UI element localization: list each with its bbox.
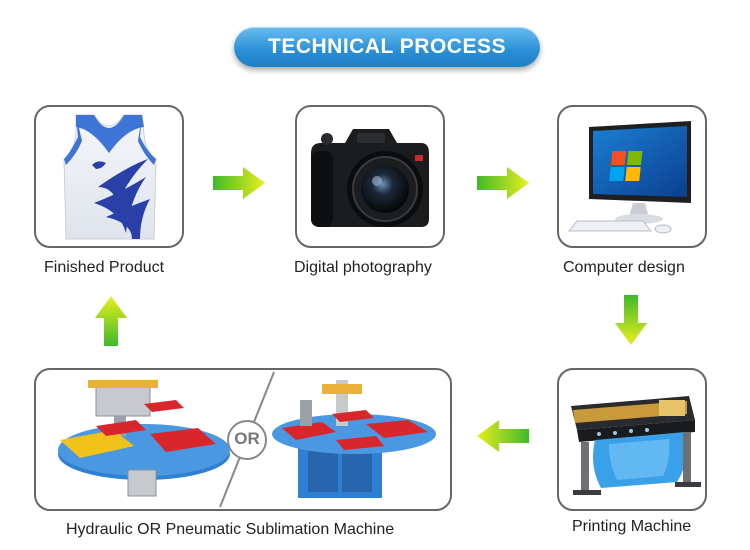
computer-icon <box>567 121 691 234</box>
or-badge-text: OR <box>234 429 260 448</box>
heat-press-icon <box>58 371 436 508</box>
step-label-sublimation-machine: Hydraulic OR Pneumatic Sublimation Machi… <box>66 521 395 538</box>
step-label-finished-product: Finished Product <box>44 259 165 276</box>
arrow-up-icon <box>95 296 127 346</box>
step-printing-machine-card <box>557 368 707 511</box>
title-banner: TECHNICAL PROCESS <box>234 27 540 67</box>
page-title: TECHNICAL PROCESS <box>268 35 506 58</box>
camera-icon <box>311 129 429 227</box>
arrow-right-icon <box>477 167 529 199</box>
step-finished-product-card <box>34 105 184 248</box>
step-computer-design-card <box>557 105 707 248</box>
step-label-computer-design: Computer design <box>563 259 685 276</box>
step-digital-photography-card <box>295 105 445 248</box>
arrow-right-icon <box>213 167 265 199</box>
step-sublimation-machine-card: OR <box>34 368 452 511</box>
step-label-printing-machine: Printing Machine <box>572 518 692 535</box>
printer-icon <box>571 396 701 495</box>
jersey-icon <box>63 114 157 240</box>
arrow-left-icon <box>477 420 529 452</box>
arrow-down-icon <box>615 295 647 345</box>
step-label-digital-photography: Digital photography <box>294 259 432 276</box>
